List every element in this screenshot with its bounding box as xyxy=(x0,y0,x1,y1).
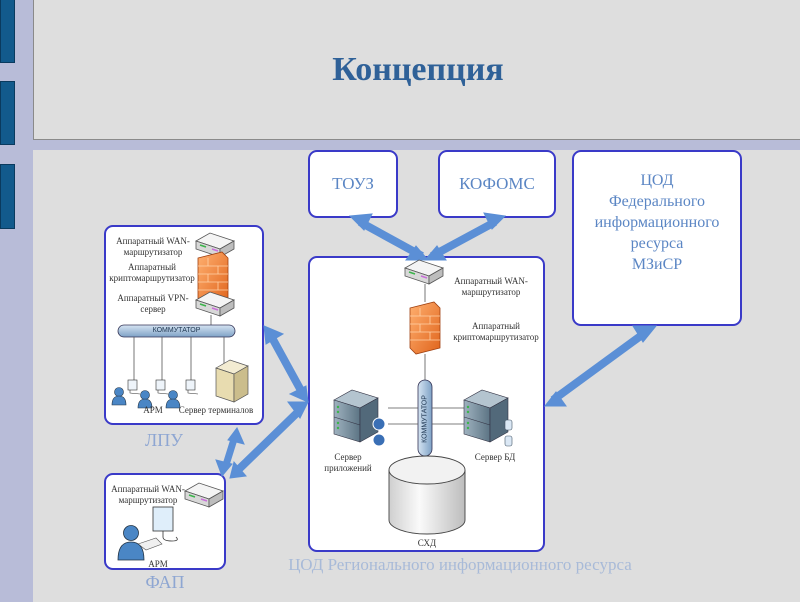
arrow-fap-regional xyxy=(229,401,309,479)
label-line: маршрутизатор xyxy=(123,247,183,257)
side-bar-decoration xyxy=(0,81,15,145)
connection-arrows xyxy=(215,212,658,479)
node-touz: ТОУЗ xyxy=(308,150,398,218)
arrow-touz-regional xyxy=(348,213,430,261)
label-line: криптомаршрутизатор xyxy=(453,332,539,342)
app-server-label: Сервер приложений xyxy=(318,452,378,474)
fap-wan-router-label: Аппаратный WAN- маршрутизатор xyxy=(106,484,190,506)
lpu-vpn-server-label: Аппаратный VPN- сервер xyxy=(106,293,200,315)
label-line: Сервер xyxy=(334,452,362,462)
arrow-lpu-fap xyxy=(215,427,245,477)
lpu-devices xyxy=(111,232,249,409)
fap-devices xyxy=(117,482,224,561)
db-server-icon xyxy=(463,389,509,443)
label-line: Аппаратный WAN- xyxy=(116,236,190,246)
fap-user-icon xyxy=(117,525,145,561)
federal-line: ЦОД xyxy=(640,172,674,189)
regional-switch-label-wrap: КОММУТАТОР xyxy=(418,382,432,456)
lpu-switch-icon xyxy=(117,324,236,338)
fap-caption: ФАП xyxy=(145,572,185,592)
federal-line: ресурса xyxy=(630,235,684,252)
lpu-monitor-icon xyxy=(155,379,169,395)
federal-line: МЗиСР xyxy=(631,256,683,273)
label-line: маршрутизатор xyxy=(461,287,521,297)
arrow-lpu-regional xyxy=(263,325,309,403)
storage-icon xyxy=(388,455,466,535)
db-server-label: Сервер БД xyxy=(474,452,516,462)
regional-switch-label: КОММУТАТОР xyxy=(421,395,429,443)
node-kofoms: КОФОМС xyxy=(438,150,556,218)
label-line: Аппаратный WAN- xyxy=(454,276,528,286)
arrow-federal-regional xyxy=(543,325,658,407)
lpu-monitor-icon xyxy=(185,379,199,395)
lpu-crypto-router-label: Аппаратный криптомаршрутизатор xyxy=(104,262,200,284)
label-line: маршрутизатор xyxy=(118,495,178,505)
node-touz-label: ТОУЗ xyxy=(332,174,374,193)
fap-arm-label: АРМ xyxy=(148,559,168,569)
storage-label: СХД xyxy=(417,538,437,548)
app-server-icon xyxy=(333,389,379,443)
lpu-switch-label: КОММУТАТОР xyxy=(152,327,201,334)
fap-monitor-icon xyxy=(137,506,178,551)
title-panel: Концепция xyxy=(33,0,800,140)
node-federal: ЦОД Федерального информационного ресурса… xyxy=(572,150,742,326)
side-bar-decoration xyxy=(0,164,15,229)
lpu-wan-router-label: Аппаратный WAN- маршрутизатор xyxy=(106,236,200,258)
fap-wan-router-icon xyxy=(184,482,224,508)
label-line: Аппаратный WAN- xyxy=(111,484,185,494)
lpu-user-icon xyxy=(111,387,127,406)
node-kofoms-label: КОФОМС xyxy=(459,174,535,193)
regional-wan-router-icon xyxy=(404,259,444,285)
arrow-kofoms-regional xyxy=(423,212,507,261)
regional-wan-router-label: Аппаратный WAN- маршрутизатор xyxy=(445,276,537,298)
regional-caption: ЦОД Регионального информационного ресурс… xyxy=(288,555,632,574)
lpu-terminal-server-label: Сервер терминалов xyxy=(178,405,254,415)
node-federal-label: ЦОД Федерального информационного ресурса… xyxy=(574,170,740,275)
lpu-arm-label: АРМ xyxy=(143,405,163,415)
label-line: приложений xyxy=(324,463,372,473)
label-line: Аппаратный xyxy=(471,321,520,331)
side-bar-decoration xyxy=(0,0,15,63)
regional-devices xyxy=(333,259,513,535)
lpu-monitor-icon xyxy=(127,379,141,395)
federal-line: информационного xyxy=(594,214,720,231)
slide-title: Концепция xyxy=(332,51,504,88)
regional-crypto-router-label: Аппаратный криптомаршрутизатор xyxy=(448,321,544,343)
label-line: Аппаратный VPN- xyxy=(117,293,189,303)
label-line: сервер xyxy=(140,304,166,314)
label-line: Аппаратный xyxy=(127,262,176,272)
federal-line: Федерального xyxy=(608,193,706,210)
lpu-terminal-server-icon xyxy=(215,359,249,403)
label-line: криптомаршрутизатор xyxy=(109,273,195,283)
regional-crypto-router-icon xyxy=(409,301,441,355)
lpu-caption: ЛПУ xyxy=(145,430,183,450)
